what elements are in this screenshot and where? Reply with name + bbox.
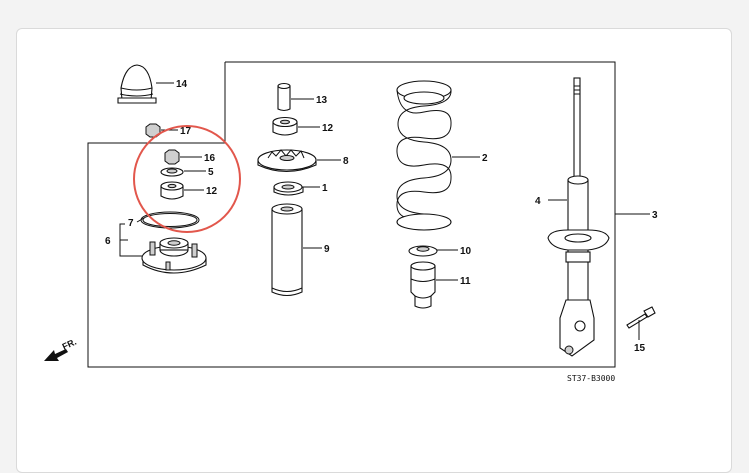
callout-8: 8	[343, 156, 349, 167]
diagram-code: ST37-B3000	[567, 374, 615, 383]
callout-15: 15	[634, 343, 646, 354]
callout-17: 17	[180, 126, 192, 137]
callout-5: 5	[208, 167, 214, 178]
suspension-parts-diagram: 14 17 16 5 12 7	[44, 61, 658, 383]
callout-4: 4	[535, 196, 541, 207]
callout-9: 9	[324, 244, 330, 255]
front-direction-arrow: FR.	[44, 337, 78, 361]
part-3-damper-assembly: 4 3	[535, 77, 658, 357]
part-1-bearing: 1	[273, 181, 328, 196]
callout-1: 1	[322, 183, 328, 194]
part-13-bump-stop: 13	[277, 82, 328, 112]
part-8-spring-seat: 8	[257, 149, 349, 173]
part-16-nut: 16	[164, 149, 216, 165]
part-2-coil-spring: 2	[396, 80, 488, 231]
callout-13: 13	[316, 95, 328, 106]
callout-14: 14	[176, 79, 188, 90]
callout-3: 3	[652, 210, 658, 221]
part-6-upper-mount: 6	[105, 223, 207, 274]
part-14-bump-cap: 14	[117, 64, 188, 104]
callout-2: 2	[482, 153, 488, 164]
part-15-bolt: 15	[626, 306, 656, 354]
part-7-o-ring: 7	[128, 211, 200, 229]
part-5-washer: 5	[160, 167, 214, 178]
assembly-frame	[87, 61, 616, 368]
callout-12-right: 12	[322, 123, 334, 134]
callout-7: 7	[128, 218, 134, 229]
callout-12-left: 12	[206, 186, 218, 197]
callout-10: 10	[460, 246, 472, 257]
front-direction-label: FR.	[61, 337, 78, 352]
part-17-nut: 17	[145, 123, 192, 138]
part-12-bushing-right: 12	[272, 116, 334, 136]
callout-16: 16	[204, 153, 216, 164]
part-9-dust-boot: 9	[271, 203, 330, 297]
part-12-bushing-left: 12	[160, 181, 218, 200]
part-10-washer: 10	[408, 245, 472, 257]
highlight-circle	[133, 125, 241, 233]
callout-11: 11	[460, 276, 471, 287]
callout-6: 6	[105, 236, 111, 247]
part-11-bump-rubber: 11	[410, 261, 471, 309]
